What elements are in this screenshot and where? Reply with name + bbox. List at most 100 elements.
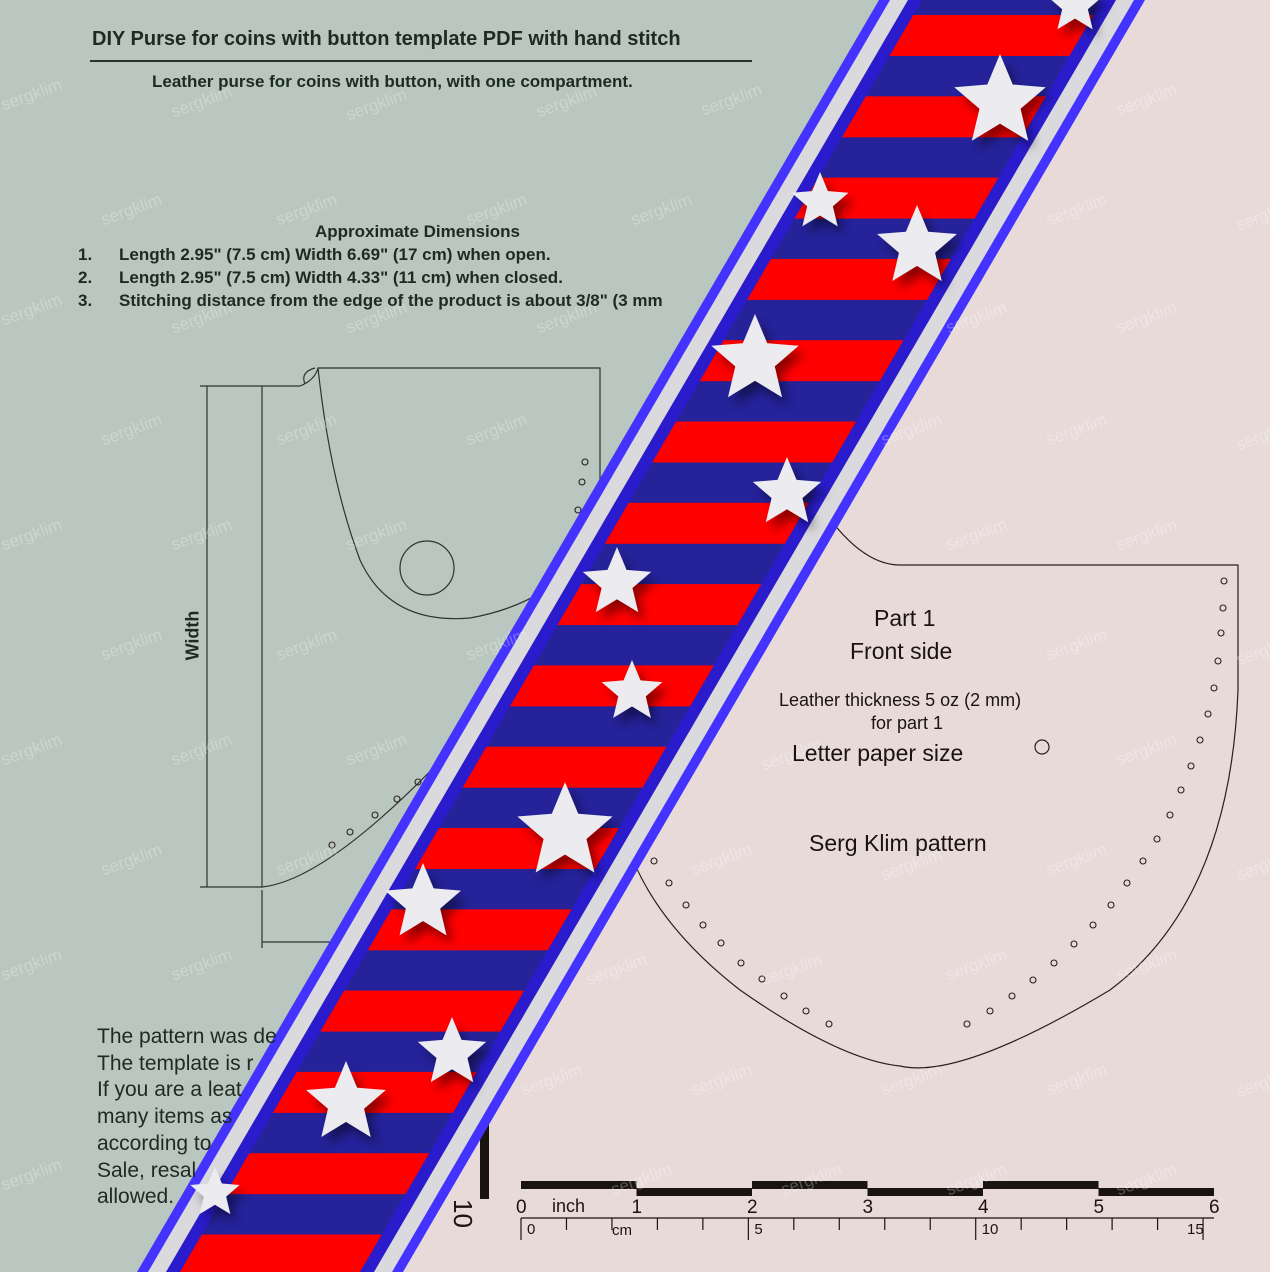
star-icon <box>190 1167 240 1214</box>
pattern-part-1-outline <box>624 504 1239 1069</box>
note-line: allowed. <box>97 1185 175 1209</box>
stitch-hole <box>1177 786 1185 794</box>
scale-label: 10 <box>447 1199 478 1228</box>
stitch-hole <box>1210 684 1218 692</box>
part-subtitle: Front side <box>850 638 953 664</box>
stitch-hole <box>699 921 707 929</box>
stitch-hole <box>371 811 379 819</box>
stitch-hole <box>1187 762 1195 770</box>
stitch-hole <box>1050 959 1058 967</box>
stitch-hole <box>414 778 422 786</box>
note-line: Sale, resal <box>97 1158 197 1182</box>
stitch-hole <box>1139 857 1147 865</box>
notes: The pattern was de The template is r If … <box>97 1024 277 1211</box>
stitch-hole <box>393 795 401 803</box>
stitch-hole <box>574 506 582 514</box>
ruler-inch-label: 2 <box>747 1197 758 1218</box>
note-line: The pattern was de <box>97 1025 277 1048</box>
star-icon <box>877 205 957 281</box>
stitch-hole <box>1196 736 1204 744</box>
stitch-hole <box>1029 976 1037 984</box>
ruler-cm-label: 0 <box>527 1221 536 1238</box>
star-icon <box>417 1017 487 1083</box>
width-label: Width <box>182 610 203 661</box>
paper-size: Letter paper size <box>792 740 964 766</box>
stitch-hole <box>1107 901 1115 909</box>
ruler-inch-segment <box>1098 1188 1214 1196</box>
ruler <box>520 1181 1214 1240</box>
stitch-hole <box>986 1007 994 1015</box>
stitch-hole <box>1070 940 1078 948</box>
stitch-hole <box>780 992 788 1000</box>
ruler-cm-label: 10 <box>981 1221 999 1238</box>
author: Serg Klim pattern <box>809 830 987 856</box>
stitch-hole <box>581 458 589 466</box>
dimensions-heading: Approximate Dimensions <box>315 222 520 241</box>
stitch-hole <box>346 828 354 836</box>
stitch-hole <box>1217 629 1225 637</box>
note-line: The template is r <box>97 1051 254 1075</box>
ruler-inch-label: 4 <box>978 1197 989 1218</box>
stitch-hole <box>1123 879 1131 887</box>
dimension-text: Length 2.95" (7.5 cm) Width 4.33" (11 cm… <box>119 268 563 287</box>
star-icon <box>752 457 822 523</box>
star-icon <box>385 863 461 936</box>
ruler-inch-label: 5 <box>1093 1197 1105 1218</box>
page-subtitle: Leather purse for coins with button, wit… <box>152 72 633 91</box>
note-line: according to <box>97 1131 212 1155</box>
dimension-num: 3. <box>78 291 93 310</box>
star-icon <box>791 172 849 227</box>
ruler-inch-segment <box>752 1181 868 1189</box>
stitch-hole <box>578 478 586 486</box>
star-icon <box>711 314 799 398</box>
note-line: If you are a leat <box>97 1078 242 1102</box>
for-part: for part 1 <box>871 713 944 733</box>
ruler-inch-label: 3 <box>862 1197 874 1218</box>
stitch-hole <box>963 1020 971 1028</box>
ruler-inch-segment <box>636 1188 752 1196</box>
dimension-num: 2. <box>78 268 93 287</box>
stitch-hole <box>650 857 658 865</box>
star-icon <box>1051 0 1099 30</box>
dimension-text: Length 2.95" (7.5 cm) Width 6.69" (17 cm… <box>119 245 551 264</box>
ruler-inch-label: 6 <box>1209 1197 1220 1218</box>
page-title: DIY Purse for coins with button template… <box>92 28 681 50</box>
part-title: Part 1 <box>874 605 936 631</box>
stitch-hole <box>665 879 673 887</box>
stitch-hole <box>717 939 725 947</box>
star-icon <box>517 782 613 873</box>
ruler-unit-inch: inch <box>552 1196 586 1216</box>
stitch-hole <box>682 901 690 909</box>
title-divider <box>90 60 752 62</box>
stitch-hole <box>1089 921 1097 929</box>
stitch-hole <box>825 1020 833 1028</box>
stitch-hole <box>737 959 745 967</box>
stitch-hole <box>328 841 336 849</box>
note-line: many items as <box>97 1105 233 1129</box>
ruler-cm-label: 5 <box>754 1221 763 1238</box>
ruler-unit-cm: cm <box>612 1222 632 1239</box>
leather-thickness: Leather thickness 5 oz (2 mm) <box>779 690 1022 710</box>
ruler-inch-label: 1 <box>631 1197 643 1218</box>
star-icon <box>954 54 1046 141</box>
stitch-hole <box>1204 710 1212 718</box>
stitch-hole <box>758 975 766 983</box>
stitch-hole <box>1219 604 1227 612</box>
stitch-holes <box>328 458 1228 1028</box>
stitch-hole <box>1153 835 1161 843</box>
ruler-inch-segment <box>521 1181 637 1189</box>
ruler-inch-segment <box>867 1188 983 1196</box>
stitch-hole <box>802 1007 810 1015</box>
stitch-hole <box>1008 992 1016 1000</box>
dimension-num: 1. <box>78 245 93 264</box>
dimension-text: Stitching distance from the edge of the … <box>119 291 663 310</box>
star-icon <box>306 1061 386 1137</box>
star-icon <box>601 660 663 718</box>
stitch-hole <box>1166 811 1174 819</box>
stitch-hole <box>1220 577 1228 585</box>
star-icon <box>582 547 652 613</box>
stitch-hole <box>1214 657 1222 665</box>
purse-drawing <box>200 367 601 948</box>
ruler-inch-segment <box>983 1181 1099 1189</box>
